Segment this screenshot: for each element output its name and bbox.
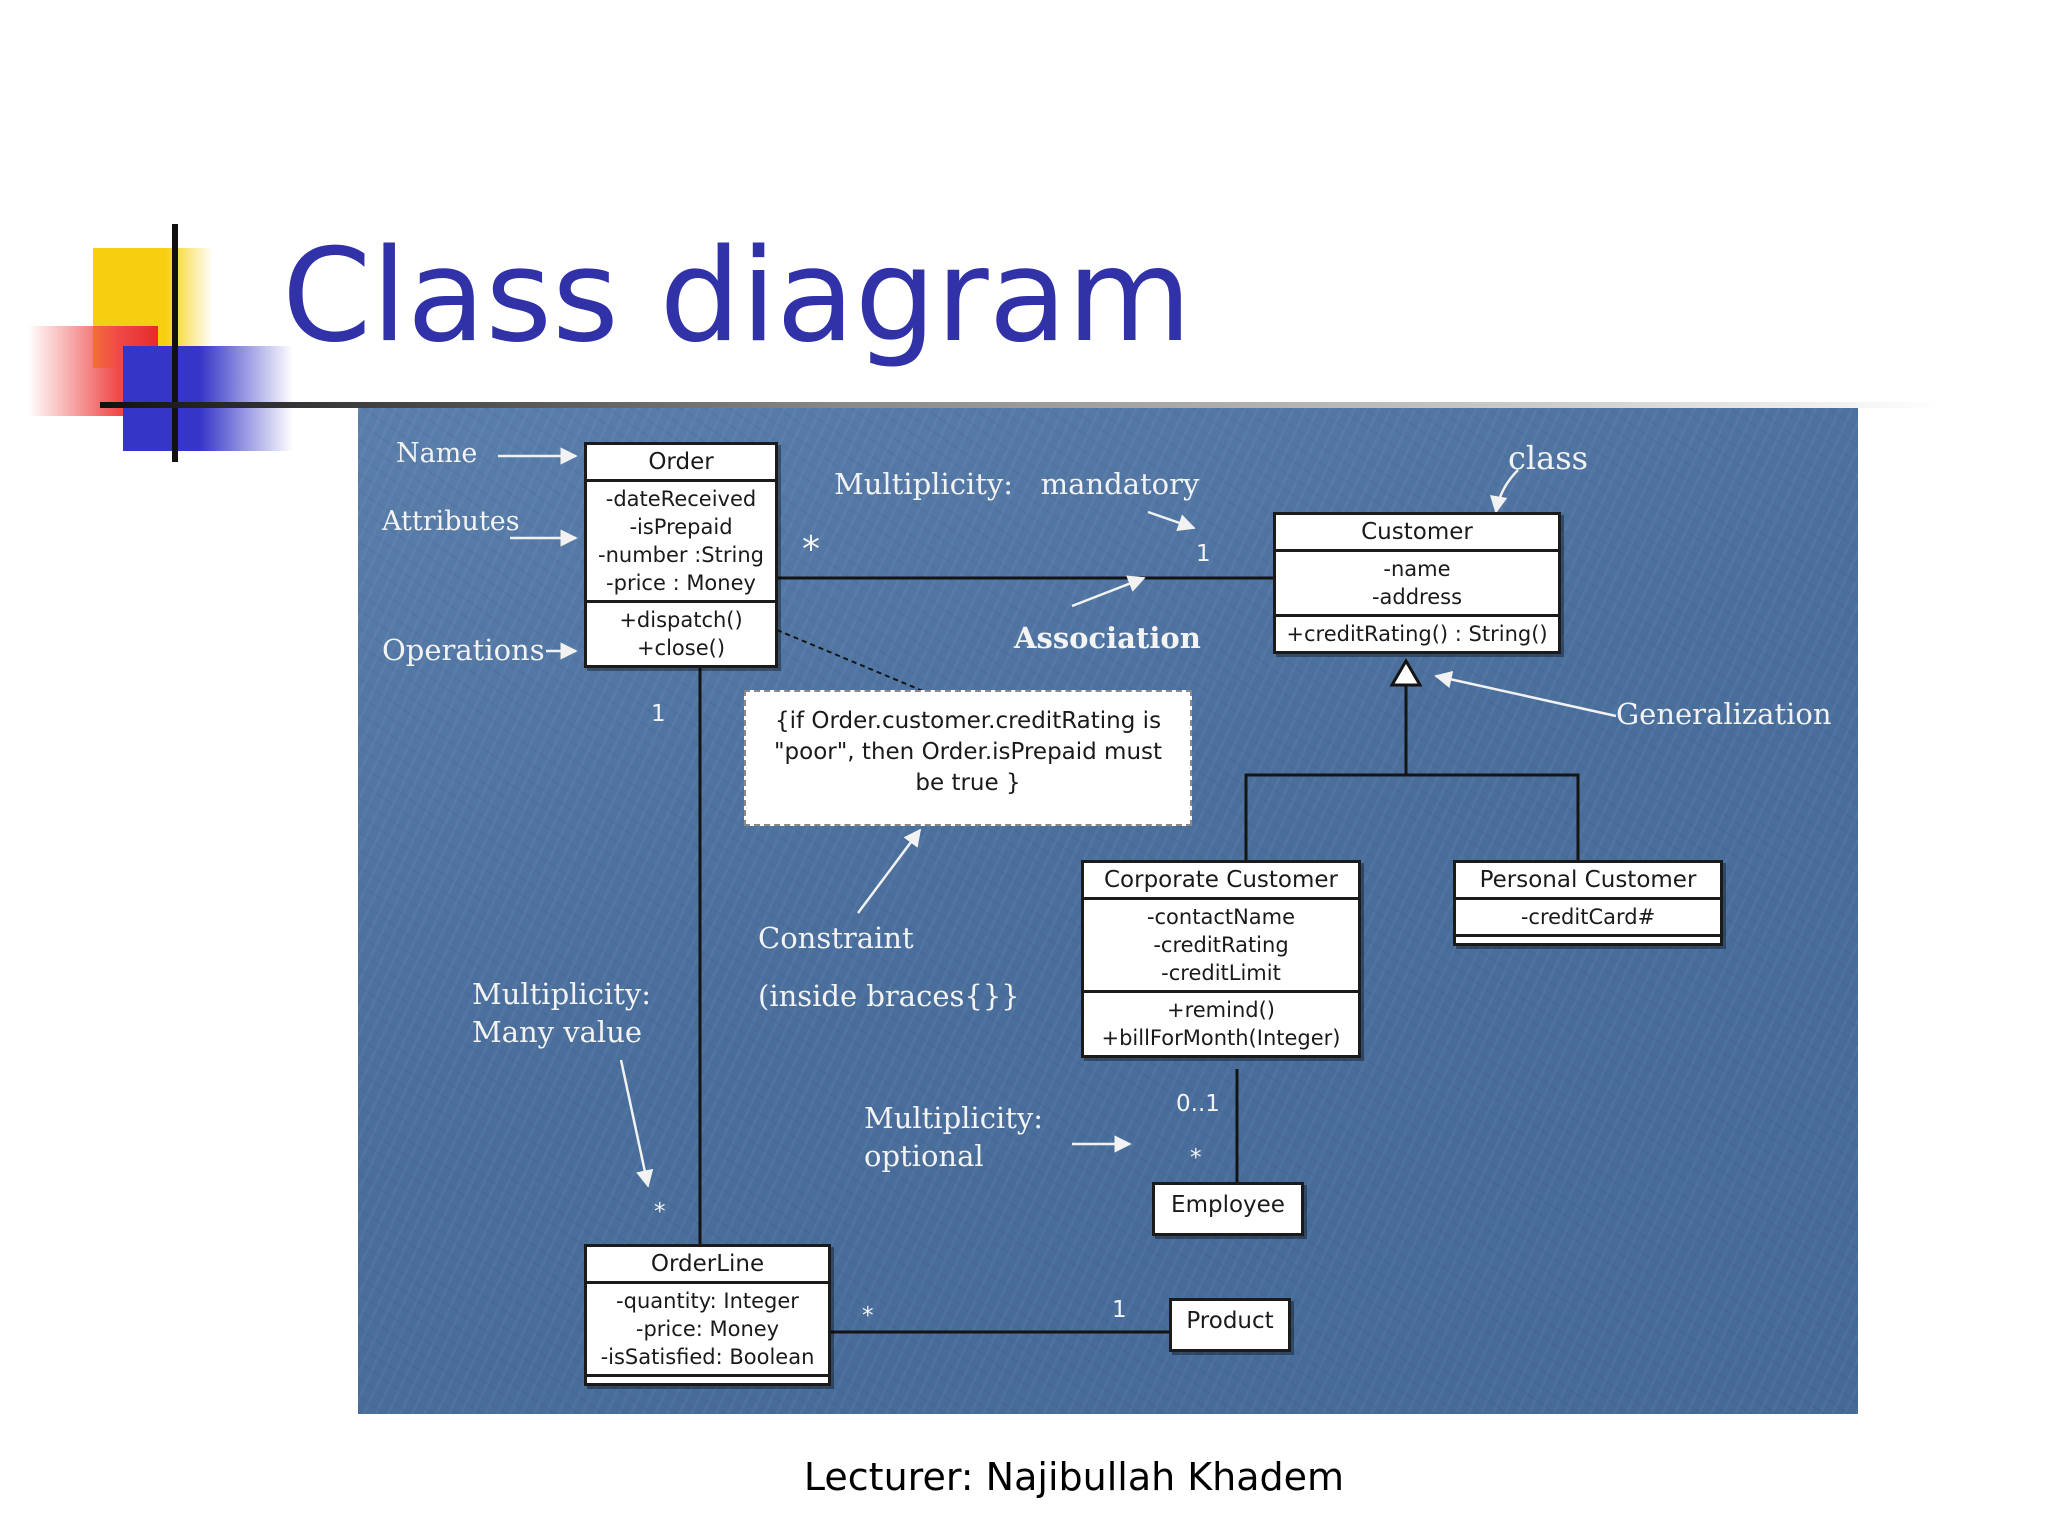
operation: +dispatch()	[619, 608, 743, 632]
constraint-arrow	[856, 828, 922, 914]
multiplicity-order-orderline-one: 1	[651, 701, 666, 727]
decor-vertical-line	[172, 224, 178, 462]
slide-title: Class diagram	[282, 222, 1192, 371]
attributes-annotation: Attributes	[382, 506, 520, 537]
attribute: -isPrepaid	[629, 515, 733, 539]
title-underline	[100, 402, 1940, 408]
class-name: Customer	[1276, 515, 1558, 552]
class-personal-customer[interactable]: Personal Customer -creditCard#	[1453, 860, 1723, 946]
constraint-note: {if Order.customer.creditRating is "poor…	[744, 690, 1192, 826]
attribute-compartment: -dateReceived -isPrepaid -number :String…	[587, 482, 775, 600]
note-line: be true }	[915, 770, 1021, 796]
attribute: -number :String	[598, 543, 764, 567]
many-value-annotation-line1: Multiplicity:	[472, 977, 652, 1011]
attribute-compartment: -contactName -creditRating -creditLimit	[1084, 900, 1358, 990]
optional-annotation-line1: Multiplicity:	[864, 1101, 1044, 1135]
multiplicity-corporate-employee-zero-one: 0..1	[1176, 1091, 1220, 1117]
note-connector	[776, 629, 955, 705]
attribute: -isSatisfied: Boolean	[600, 1345, 815, 1369]
class-corporate-customer[interactable]: Corporate Customer -contactName -creditR…	[1081, 860, 1361, 1058]
operation-compartment	[587, 1374, 828, 1383]
class-customer[interactable]: Customer -name -address +creditRating() …	[1273, 512, 1561, 654]
attribute: -price: Money	[635, 1317, 780, 1341]
class-name: Personal Customer	[1456, 863, 1720, 900]
attribute: -creditRating	[1153, 933, 1289, 957]
constraint-annotation: Constraint	[758, 921, 914, 955]
attribute: -contactName	[1146, 905, 1296, 929]
multiplicity-order-orderline-star: *	[654, 1199, 666, 1225]
multiplicity-order-customer-one: 1	[1196, 541, 1211, 567]
operation-compartment: +remind() +billForMonth(Integer)	[1084, 990, 1358, 1055]
many-value-arrow	[619, 1059, 654, 1188]
slide-footer: Lecturer: Najibullah Khadem	[803, 1455, 1345, 1499]
inside-braces-annotation: (inside braces{}}	[758, 979, 1020, 1013]
multiplicity-corporate-employee-star: *	[1190, 1145, 1202, 1171]
mandatory-arrow	[1147, 510, 1196, 532]
class-name: Corporate Customer	[1084, 863, 1358, 900]
attribute: -creditCard#	[1520, 905, 1656, 929]
attribute: -dateReceived	[605, 487, 757, 511]
attribute: -quantity: Integer	[616, 1289, 799, 1313]
multiplicity-order-customer-star: *	[802, 529, 820, 570]
decor-blue-square	[123, 346, 293, 451]
name-annotation: Name	[396, 438, 478, 469]
operation-compartment: +creditRating() : String()	[1276, 614, 1558, 651]
attribute-compartment: -name -address	[1276, 552, 1558, 614]
note-line: "poor", then Order.isPrepaid must	[773, 739, 1163, 765]
operation: +close()	[636, 636, 726, 660]
attribute: -creditLimit	[1161, 961, 1281, 985]
class-name: Order	[587, 445, 775, 482]
many-value-annotation-line2: Many value	[472, 1015, 643, 1049]
optional-annotation-line2: optional	[864, 1139, 984, 1173]
class-name: OrderLine	[587, 1247, 828, 1284]
generalization-branch-personal	[1406, 773, 1580, 860]
generalization-tree	[1244, 667, 1408, 860]
operation: +creditRating() : String()	[1286, 622, 1548, 646]
class-orderline[interactable]: OrderLine -quantity: Integer -price: Mon…	[584, 1244, 831, 1386]
association-arrow	[1071, 575, 1146, 608]
class-annotation: class	[1508, 439, 1589, 477]
operation-compartment: +dispatch() +close()	[587, 600, 775, 665]
class-name: Product	[1186, 1308, 1274, 1334]
operations-annotation: Operations	[382, 633, 545, 667]
multiplicity-orderline-product-star: *	[862, 1303, 874, 1329]
operation-compartment	[1456, 934, 1720, 943]
class-product[interactable]: Product	[1169, 1298, 1291, 1352]
class-name: Employee	[1171, 1192, 1285, 1218]
operation: +remind()	[1166, 998, 1275, 1022]
association-annotation: Association	[1014, 621, 1201, 655]
generalization-annotation: Generalization	[1616, 697, 1832, 731]
generalization-arrow	[1434, 670, 1617, 718]
mandatory-annotation: Multiplicity: mandatory	[834, 467, 1200, 501]
attribute-compartment: -quantity: Integer -price: Money -isSati…	[587, 1284, 828, 1374]
attribute: -price : Money	[606, 571, 756, 595]
class-order[interactable]: Order -dateReceived -isPrepaid -number :…	[584, 442, 778, 668]
attribute: -name	[1383, 557, 1451, 581]
generalization-arrowhead	[1389, 658, 1423, 687]
note-line: {if Order.customer.creditRating is	[774, 708, 1162, 734]
attribute-compartment: -creditCard#	[1456, 900, 1720, 934]
multiplicity-orderline-product-one: 1	[1112, 1297, 1127, 1323]
operation: +billForMonth(Integer)	[1101, 1026, 1341, 1050]
class-arrow	[1489, 469, 1519, 514]
class-employee[interactable]: Employee	[1152, 1182, 1304, 1236]
attribute: -address	[1371, 585, 1463, 609]
diagram-connectors	[498, 447, 1617, 1334]
class-diagram-panel: Order -dateReceived -isPrepaid -number :…	[358, 408, 1858, 1414]
